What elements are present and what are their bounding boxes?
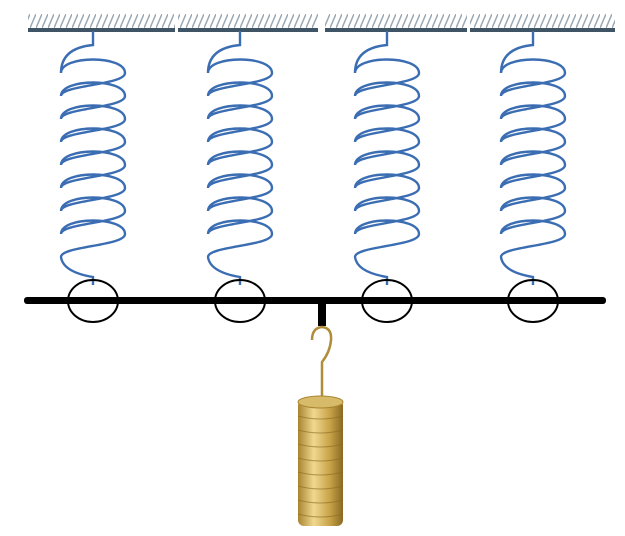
spring-2: [206, 31, 274, 285]
weight-disc-edge: [297, 443, 344, 448]
ceiling-supports: [28, 14, 615, 32]
weight-hook: [310, 325, 333, 405]
ceiling-hatch: [178, 14, 318, 28]
ceiling-beam: [325, 28, 467, 32]
ring-2: [214, 279, 266, 323]
weight-top: [297, 395, 344, 409]
spring-4: [499, 31, 567, 285]
weight-disc-edge: [297, 513, 344, 518]
horizontal-bar: [24, 297, 606, 304]
ring-1: [67, 279, 119, 323]
weight-hanger-bracket: [318, 300, 326, 326]
ceiling-hatch: [325, 14, 467, 28]
spring-3: [353, 31, 421, 285]
weight-disc-edge: [297, 429, 344, 434]
weight-disc-edge: [297, 415, 344, 420]
ceiling-hatch: [28, 14, 175, 28]
spring-1: [59, 31, 127, 285]
springs: [59, 31, 567, 285]
ring-4: [507, 279, 559, 323]
weight-disc-edge: [297, 457, 344, 462]
ceiling-hatch: [470, 14, 615, 28]
ceiling-beam: [178, 28, 318, 32]
ceiling-beam: [470, 28, 615, 32]
ring-3: [361, 279, 413, 323]
attachment-rings: [67, 279, 559, 323]
ceiling-beam: [28, 28, 175, 32]
weight-disc-edge: [297, 485, 344, 490]
weight-disc-edge: [297, 499, 344, 504]
hanging-weight: [297, 300, 344, 526]
weight-disc-edge: [297, 471, 344, 476]
weight-stack: [298, 400, 343, 526]
weight-discs: [297, 415, 344, 518]
